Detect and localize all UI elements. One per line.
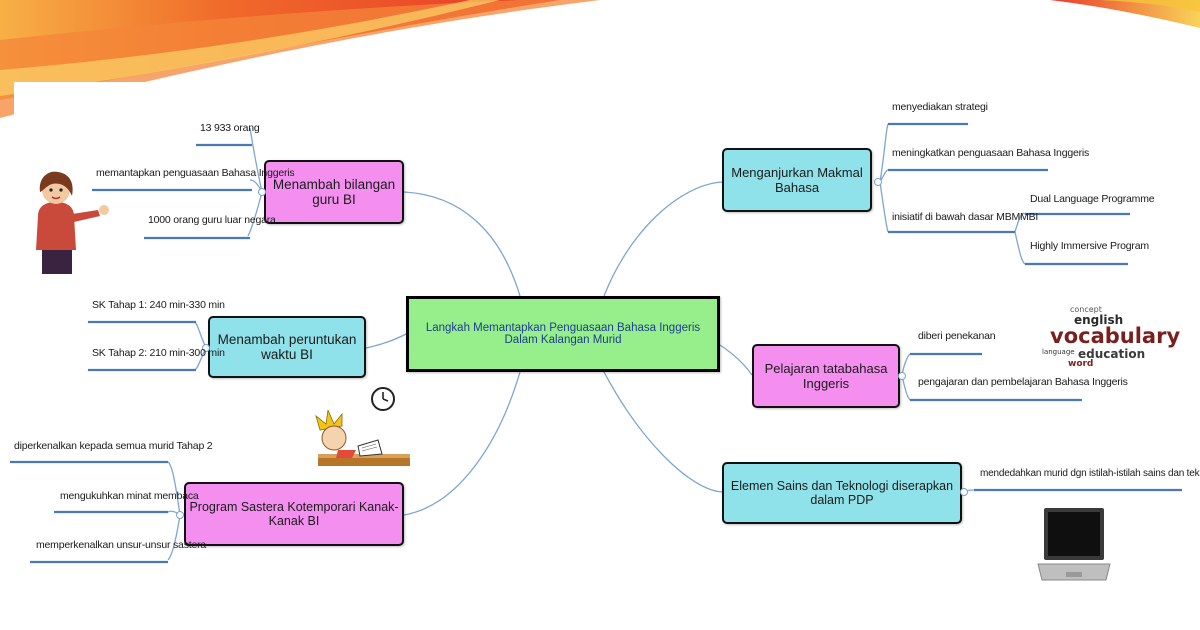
clock-icon <box>371 387 395 411</box>
leaf-mengukuhkan[interactable]: mengukuhkan minat membaca <box>60 490 199 502</box>
collapse-toggle[interactable] <box>874 178 882 186</box>
leaf-meningkatkan[interactable]: meningkatkan penguasaan Bahasa Inggeris <box>892 147 1090 159</box>
teacher-illustration <box>36 171 109 274</box>
leaf-diberi-penekanan[interactable]: diberi penekanan <box>918 330 996 342</box>
leaf-menyediakan-strategi[interactable]: menyediakan strategi <box>892 101 988 113</box>
leaf-inisiatif-mbmmbi[interactable]: inisiatif di bawah dasar MBMMBI <box>892 211 1039 223</box>
leaf-memantapkan[interactable]: memantapkan penguasaan Bahasa Inggeris <box>96 167 295 179</box>
word-cloud-english: english <box>1074 313 1124 327</box>
leaf-sk-tahap-2[interactable]: SK Tahap 2: 210 min-300 min <box>92 347 225 359</box>
leaf-13933-orang[interactable]: 13 933 orang <box>200 122 260 134</box>
vocabulary-word-cloud: concept english vocabulary language educ… <box>1040 300 1180 375</box>
branch-label: Program Sastera Kotemporari Kanak-Kanak … <box>189 500 399 528</box>
leaf-diperkenalkan[interactable]: diperkenalkan kepada semua murid Tahap 2 <box>14 440 213 452</box>
branch-program-sastera[interactable]: Program Sastera Kotemporari Kanak-Kanak … <box>184 482 404 546</box>
branch-makmal-bahasa[interactable]: Menganjurkan Makmal Bahasa <box>722 148 872 212</box>
leaf-pengajaran[interactable]: pengajaran dan pembelajaran Bahasa Ingge… <box>918 376 1128 388</box>
banner-swoosh <box>0 0 1200 118</box>
leaf-sk-tahap-1[interactable]: SK Tahap 1: 240 min-330 min <box>92 299 225 311</box>
word-cloud-education: education <box>1078 347 1146 361</box>
branch-sains-teknologi[interactable]: Elemen Sains dan Teknologi diserapkan da… <box>722 462 962 524</box>
branch-label: Pelajaran tatabahasa Inggeris <box>764 361 888 391</box>
leaf-dual-language[interactable]: Dual Language Programme <box>1030 193 1155 205</box>
reading-child-illustration <box>315 410 410 466</box>
word-cloud-word: word <box>1068 359 1094 369</box>
collapse-toggle[interactable] <box>960 488 968 496</box>
central-topic-label: Langkah Memantapkan Penguasaan Bahasa In… <box>425 322 701 346</box>
branch-menambah-guru[interactable]: Menambah bilangan guru BI <box>264 160 404 224</box>
collapse-toggle[interactable] <box>258 188 266 196</box>
collapse-toggle[interactable] <box>202 344 210 352</box>
leaf-1000-guru[interactable]: 1000 orang guru luar negara <box>148 214 276 226</box>
collapse-toggle[interactable] <box>898 372 906 380</box>
branch-peruntukan-waktu[interactable]: Menambah peruntukan waktu BI <box>208 316 366 378</box>
branch-label: Menambah peruntukan waktu BI <box>217 332 357 362</box>
word-cloud-language: language <box>1042 348 1075 356</box>
leaf-memperkenalkan[interactable]: memperkenalkan unsur-unsur sastera <box>36 539 207 551</box>
word-cloud-concept: concept <box>1070 305 1102 314</box>
word-cloud-vocabulary: vocabulary <box>1050 324 1181 348</box>
central-topic[interactable]: Langkah Memantapkan Penguasaan Bahasa In… <box>406 296 720 372</box>
branch-label: Elemen Sains dan Teknologi diserapkan da… <box>730 479 954 507</box>
leaf-highly-immersive[interactable]: Highly Immersive Program <box>1030 240 1149 252</box>
leaf-mendedahkan[interactable]: mendedahkan murid dgn istilah-istilah sa… <box>980 468 1200 479</box>
header-banner <box>0 0 1200 118</box>
laptop-icon <box>1037 508 1111 581</box>
branch-tatabahasa[interactable]: Pelajaran tatabahasa Inggeris <box>752 344 900 408</box>
branch-label: Menambah bilangan guru BI <box>272 177 396 207</box>
collapse-toggle[interactable] <box>176 511 184 519</box>
branch-label: Menganjurkan Makmal Bahasa <box>731 165 863 195</box>
